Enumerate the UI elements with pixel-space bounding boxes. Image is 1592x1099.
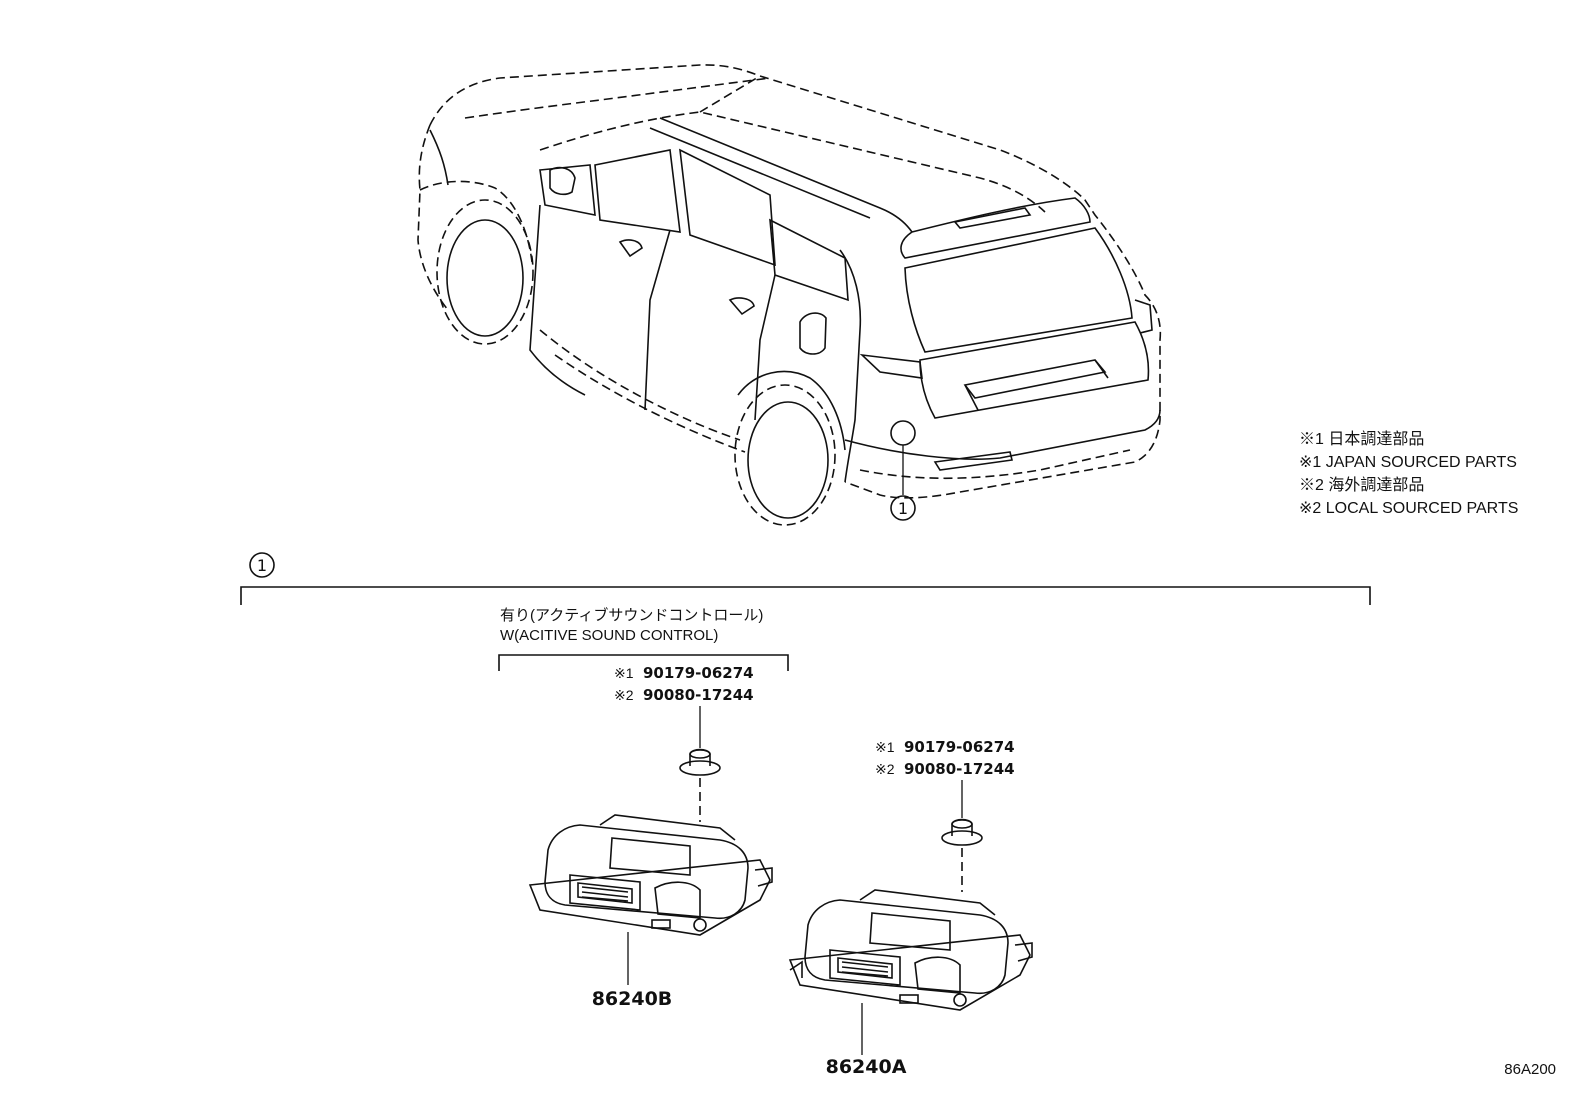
- sourcing-legend: ※1 日本調達部品 ※1 JAPAN SOURCED PARTS ※2 海外調達…: [1299, 430, 1518, 517]
- right-code1: 90179-06274: [904, 738, 1015, 756]
- right-code1-prefix: ※1: [875, 739, 895, 755]
- right-clip-nut: [941, 818, 983, 892]
- right-fastener-codes: ※1 90179-06274 ※2 90080-17244: [875, 738, 1015, 818]
- right-code2-prefix: ※2: [875, 761, 895, 777]
- legend-line-4: ※2 LOCAL SOURCED PARTS: [1299, 500, 1518, 517]
- left-clip-nut: [679, 748, 721, 822]
- left-code2: 90080-17244: [643, 686, 754, 704]
- assembly-group-bracket: 1: [240, 552, 1371, 605]
- callout-number-vehicle: 1: [898, 499, 908, 518]
- vehicle-illustration: [417, 64, 1162, 526]
- left-code1: 90179-06274: [643, 664, 754, 682]
- left-fastener-codes: ※1 90179-06274 ※2 90080-17244: [614, 664, 754, 748]
- option-label-jp: 有り(アクティブサウンドコントロール): [500, 606, 763, 624]
- part-number-86240a: 86240A: [826, 1056, 907, 1078]
- legend-line-1: ※1 日本調達部品: [1299, 430, 1424, 448]
- ecu-module-right: [788, 889, 1033, 1055]
- part-number-86240b: 86240B: [592, 988, 673, 1010]
- left-code1-prefix: ※1: [614, 665, 634, 681]
- legend-line-2: ※1 JAPAN SOURCED PARTS: [1299, 454, 1517, 471]
- legend-line-3: ※2 海外調達部品: [1299, 476, 1424, 494]
- option-label-en: W(ACITIVE SOUND CONTROL): [500, 627, 718, 644]
- vehicle-location-callout: 1: [890, 420, 916, 521]
- group-number: 1: [257, 556, 267, 575]
- figure-id: 86A200: [1504, 1061, 1556, 1078]
- option-bracket: 有り(アクティブサウンドコントロール) W(ACITIVE SOUND CONT…: [498, 606, 789, 671]
- left-code2-prefix: ※2: [614, 687, 634, 703]
- ecu-module-left: [528, 814, 773, 985]
- right-code2: 90080-17244: [904, 760, 1015, 778]
